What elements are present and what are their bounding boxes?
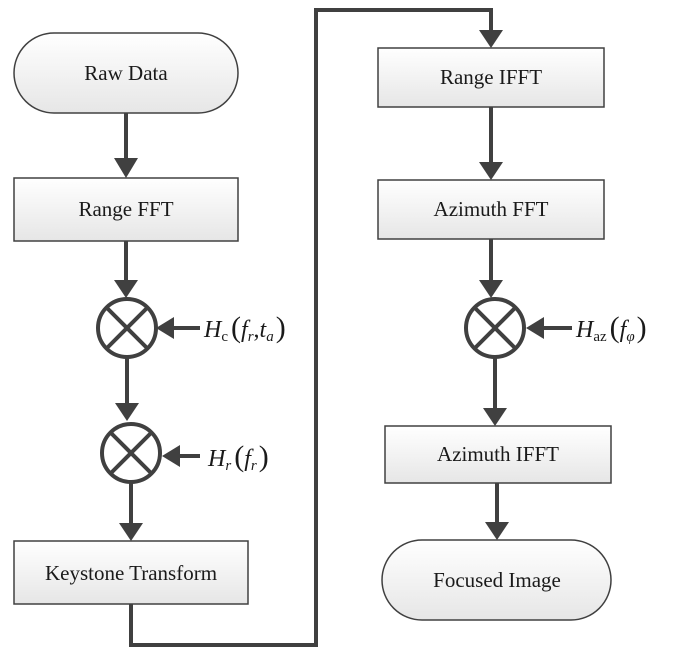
azimuth-fft-label: Azimuth FFT (434, 197, 549, 221)
range-fft-node: Range FFT (13, 177, 239, 242)
arrow-azifft-to-focused (485, 483, 509, 540)
azimuth-ifft-label: Azimuth IFFT (437, 442, 559, 466)
arrow-raw-to-rangefft (114, 113, 138, 178)
hr-filter-label: Hr(fr) (207, 440, 269, 474)
arrow-hr-input (162, 445, 200, 467)
azimuth-fft-node: Azimuth FFT (377, 179, 605, 240)
arrow-azfft-to-mult3 (479, 239, 503, 298)
connector-keystone-to-rangeifft (129, 8, 503, 647)
hc-filter-label: Hc(fr,ta) (203, 311, 286, 345)
keystone-label: Keystone Transform (45, 561, 217, 585)
haz-filter-label: Haz(fφ) (575, 311, 647, 345)
multiplier-hc (96, 297, 158, 359)
focused-image-label: Focused Image (433, 568, 561, 592)
arrow-haz-input (526, 317, 572, 339)
azimuth-ifft-node: Azimuth IFFT (384, 425, 612, 484)
range-ifft-node: Range IFFT (377, 47, 605, 108)
arrow-mult3-to-azifft (483, 357, 507, 426)
range-ifft-label: Range IFFT (440, 65, 542, 89)
keystone-node: Keystone Transform (13, 540, 249, 605)
range-fft-label: Range FFT (78, 197, 173, 221)
multiplier-haz (464, 297, 526, 359)
arrow-rangeifft-to-azfft (479, 107, 503, 180)
multiplier-hr (100, 422, 162, 484)
raw-data-node: Raw Data (13, 32, 239, 114)
focused-image-node: Focused Image (381, 539, 612, 621)
arrow-mult1-to-mult2 (115, 357, 139, 421)
raw-data-label: Raw Data (84, 61, 168, 85)
arrow-mult2-to-keystone (119, 482, 143, 541)
arrow-rangefft-to-mult1 (114, 241, 138, 298)
arrow-hc-input (156, 317, 200, 339)
